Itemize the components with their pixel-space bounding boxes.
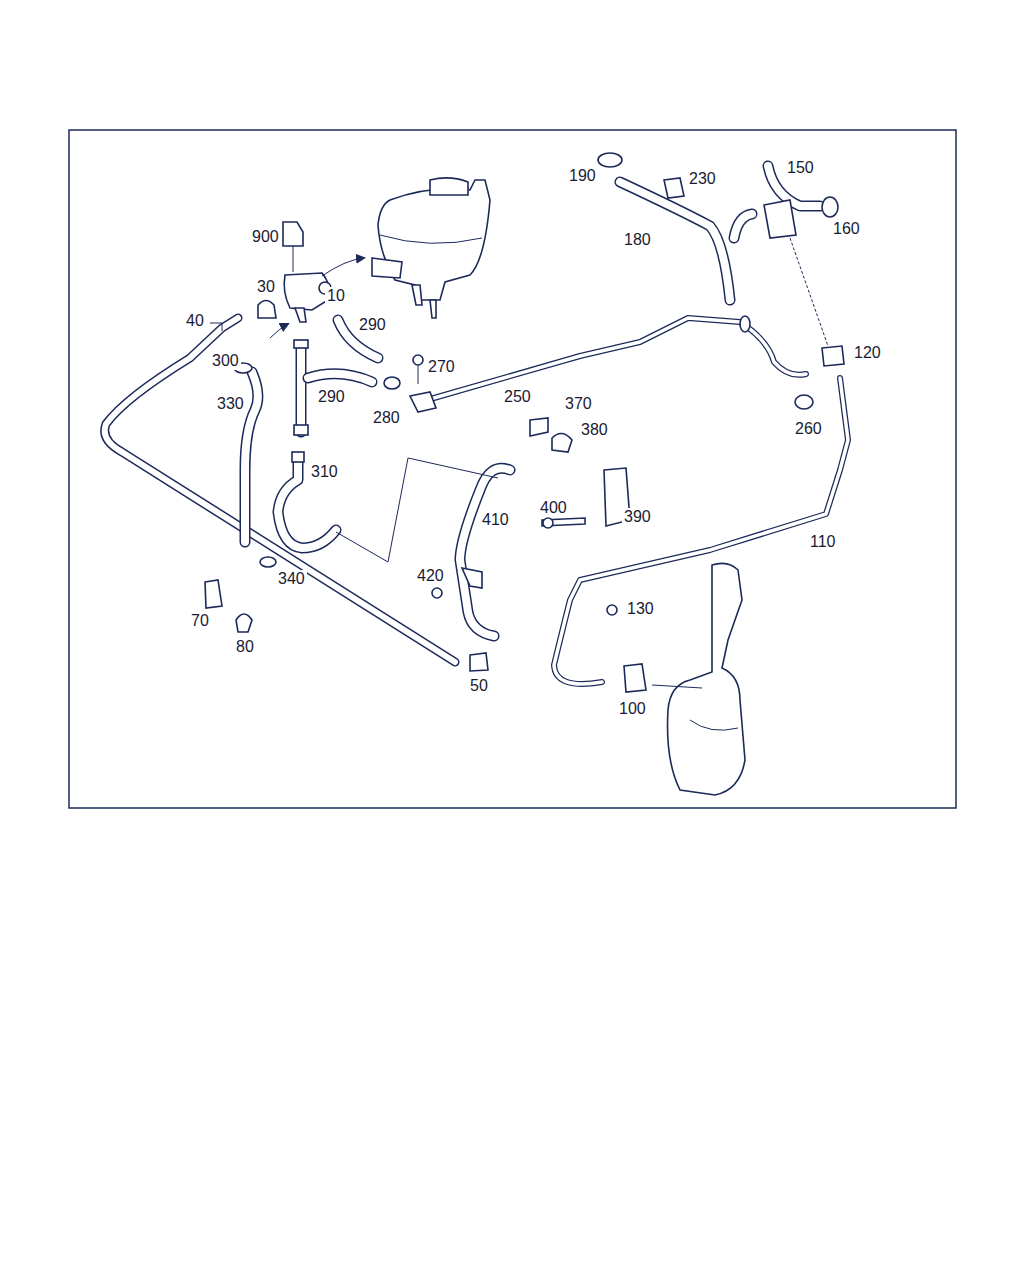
callout-number: 30 <box>255 278 277 296</box>
callout-number: 50 <box>468 677 490 695</box>
callout-number: 120 <box>852 344 883 362</box>
callout-number: 270 <box>426 358 457 376</box>
callout-number: 370 <box>563 395 594 413</box>
callout-number: 390 <box>622 508 653 526</box>
callout-number: 380 <box>579 421 610 439</box>
callout-number: 150 <box>785 159 816 177</box>
callout-number: 160 <box>831 220 862 238</box>
callout-number: 100 <box>617 700 648 718</box>
callout-number: 410 <box>480 511 511 529</box>
callout-number: 290 <box>357 316 388 334</box>
callout-number: 400 <box>538 499 569 517</box>
callout-number: 330 <box>215 395 246 413</box>
callout-number: 40 <box>184 312 206 330</box>
callout-number: 230 <box>687 170 718 188</box>
callout-number: 130 <box>625 600 656 618</box>
callout-number: 300 <box>210 352 241 370</box>
callout-number: 10 <box>325 287 347 305</box>
callout-number: 80 <box>234 638 256 656</box>
callout-number: 260 <box>793 420 824 438</box>
callout-number: 420 <box>415 567 446 585</box>
callout-number: 70 <box>189 612 211 630</box>
callout-number: 340 <box>276 570 307 588</box>
callout-number: 900 <box>250 228 281 246</box>
callout-number: 280 <box>371 409 402 427</box>
callout-number: 310 <box>309 463 340 481</box>
callout-number: 250 <box>502 388 533 406</box>
callout-number: 190 <box>567 167 598 185</box>
callout-number: 110 <box>808 533 838 551</box>
callout-number: 290 <box>316 388 347 406</box>
callout-number: 180 <box>622 231 653 249</box>
